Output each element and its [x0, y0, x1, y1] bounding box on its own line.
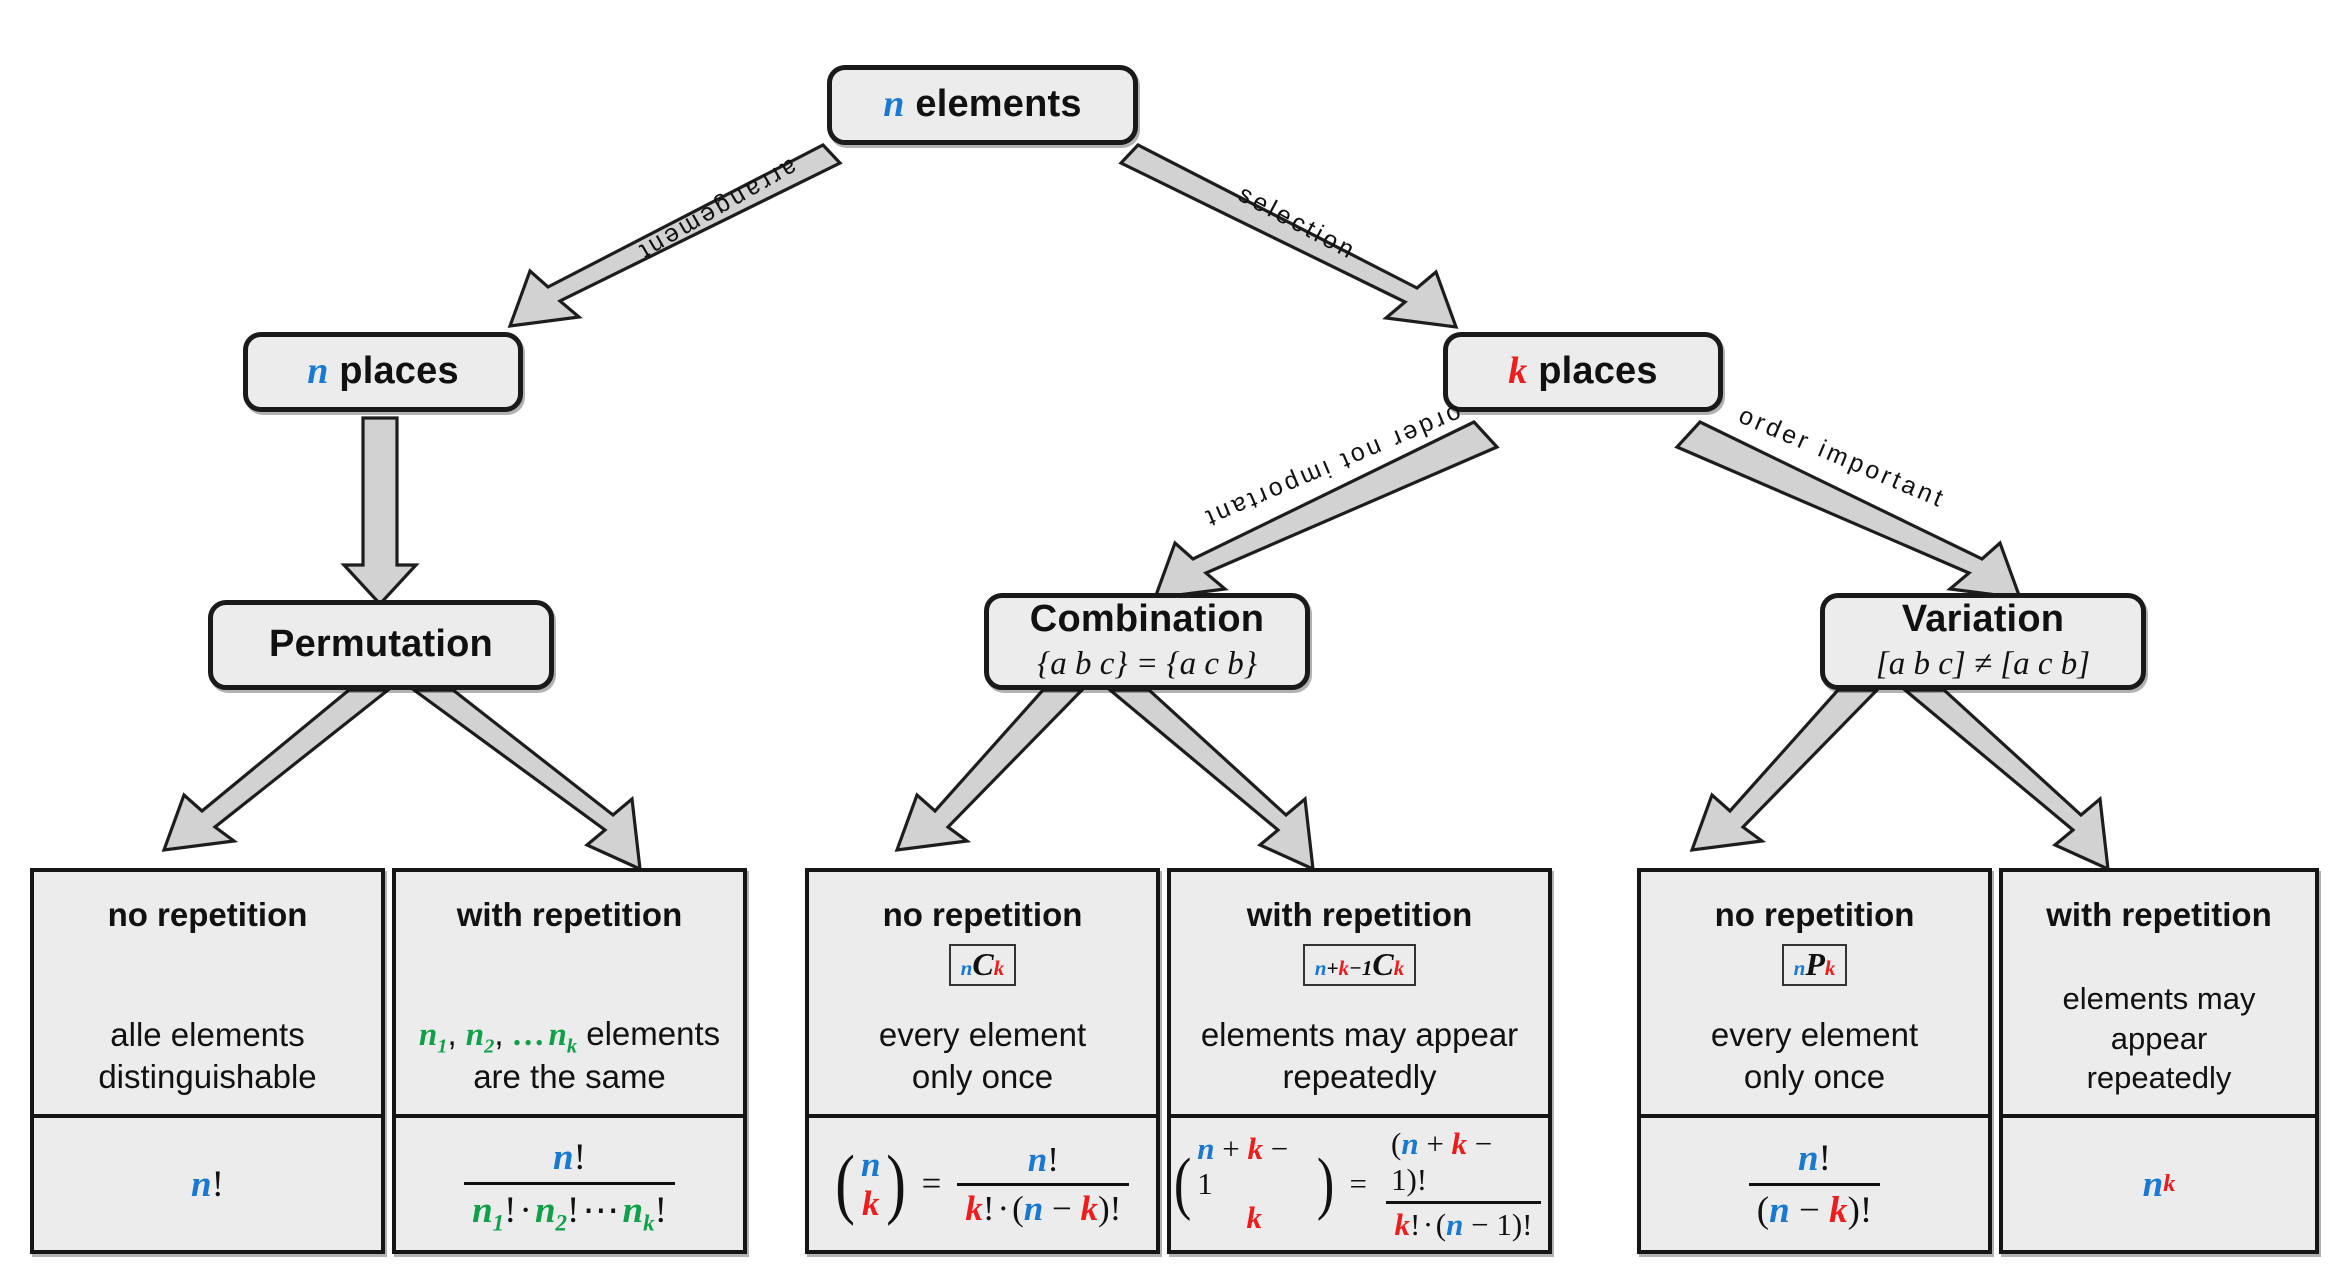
card-description: n1, n2, … nk elements are the same — [396, 1013, 743, 1098]
node-permutation[interactable]: Permutation — [208, 600, 554, 690]
card-header: no repetition — [107, 896, 308, 933]
node-n-places-label: n places — [307, 350, 459, 393]
node-combination-subtitle: {a b c} = {a c b} — [1037, 645, 1257, 682]
card-top: with repetition n+k−1Ck elements may app… — [1171, 872, 1548, 1118]
arrow-permutation-to-card-1 — [161, 688, 393, 852]
card-desc-line1: elements may appear — [2062, 980, 2256, 1056]
card-desc-line2: distinguishable — [98, 1057, 317, 1095]
node-variation-title: Variation — [1901, 598, 2065, 641]
card-desc-line1: n1, n2, … nk elements — [418, 1014, 721, 1058]
node-variation-subtitle: [a b c] ≠ [a c b] — [1875, 645, 2091, 682]
arrow-root-to-k-places — [1118, 143, 1459, 329]
card-desc-line2: repeatedly — [1282, 1057, 1437, 1095]
card-description: every element only once — [809, 1014, 1156, 1098]
node-n-places-text: places — [339, 350, 459, 393]
node-n-elements-label: n elements — [883, 83, 1082, 126]
variable-k: k — [1508, 350, 1528, 393]
card-description: elements may appear repeatedly — [1171, 1014, 1548, 1098]
node-n-places[interactable]: n places — [243, 332, 523, 412]
variable-n: n — [883, 83, 905, 126]
variable-n: n — [307, 350, 329, 393]
card-description: every element only once — [1641, 1014, 1988, 1098]
card-header: no repetition — [1714, 896, 1915, 933]
card-top: with repetition elements may appear repe… — [2003, 872, 2315, 1118]
card-description: elements may appear repeatedly — [2003, 979, 2315, 1098]
card-permutation-no-repetition[interactable]: no repetition alle elements distinguisha… — [30, 868, 385, 1254]
node-n-elements[interactable]: n elements — [827, 65, 1138, 145]
card-combination-with-repetition[interactable]: with repetition n+k−1Ck elements may app… — [1167, 868, 1552, 1254]
card-desc-line1: every element — [878, 1015, 1087, 1053]
card-formula: n! — [191, 1163, 224, 1205]
arrow-root-to-n-places — [507, 143, 843, 328]
card-variation-no-repetition[interactable]: no repetition nPk every element only onc… — [1637, 868, 1992, 1254]
arrow-permutation-to-card-2 — [409, 688, 642, 872]
card-description: alle elements distinguishable — [34, 1014, 381, 1098]
card-desc-line2: only once — [1743, 1057, 1886, 1095]
card-header: with repetition — [456, 896, 683, 933]
card-desc-line2: repeatedly — [2086, 1060, 2232, 1096]
node-combination-title: Combination — [1029, 598, 1265, 641]
card-notation-badge: nCk — [948, 944, 1017, 986]
card-header: with repetition — [1246, 896, 1473, 933]
card-variation-with-repetition[interactable]: with repetition elements may appear repe… — [1999, 868, 2319, 1254]
arrow-variation-to-card-6 — [1900, 688, 2110, 872]
card-desc-line2: only once — [911, 1057, 1054, 1095]
card-desc-line1: elements may appear — [1200, 1015, 1519, 1053]
node-k-places-label: k places — [1508, 350, 1658, 393]
arrow-combination-to-card-4 — [1105, 688, 1315, 872]
card-notation-badge: nPk — [1781, 944, 1848, 986]
card-top: no repetition nCk every element only onc… — [809, 872, 1156, 1118]
card-desc-line1: alle elements — [110, 1015, 305, 1053]
card-formula: n! (n − k)! — [1641, 1118, 1988, 1250]
node-combination[interactable]: Combination {a b c} = {a c b} — [984, 593, 1310, 690]
card-header: with repetition — [2046, 896, 2272, 933]
node-k-places-text: places — [1538, 350, 1658, 393]
node-permutation-title: Permutation — [269, 623, 493, 666]
card-top: no repetition nPk every element only onc… — [1641, 872, 1988, 1118]
card-formula: n! n1! · n2! ⋯ nk! — [396, 1118, 743, 1250]
card-notation-badge: n+k−1Ck — [1302, 944, 1417, 986]
arrow-variation-to-card-5 — [1689, 688, 1881, 852]
card-permutation-with-repetition[interactable]: with repetition n1, n2, … nk elements ar… — [392, 868, 747, 1254]
card-top: with repetition n1, n2, … nk elements ar… — [396, 872, 743, 1118]
card-header: no repetition — [882, 896, 1083, 933]
node-n-elements-text: elements — [915, 83, 1082, 126]
card-formula: ( n + k − 1 k ) = (n + k − 1)! k! · (n −… — [1171, 1118, 1548, 1250]
card-top: no repetition alle elements distinguisha… — [34, 872, 381, 1118]
card-desc-line2: are the same — [473, 1057, 666, 1095]
node-k-places[interactable]: k places — [1443, 332, 1723, 412]
arrow-n-places-to-permutation — [340, 416, 420, 607]
card-combination-no-repetition[interactable]: no repetition nCk every element only onc… — [805, 868, 1160, 1254]
arrow-combination-to-card-3 — [894, 688, 1086, 852]
node-variation[interactable]: Variation [a b c] ≠ [a c b] — [1820, 593, 2146, 690]
card-desc-line1: every element — [1710, 1015, 1919, 1053]
